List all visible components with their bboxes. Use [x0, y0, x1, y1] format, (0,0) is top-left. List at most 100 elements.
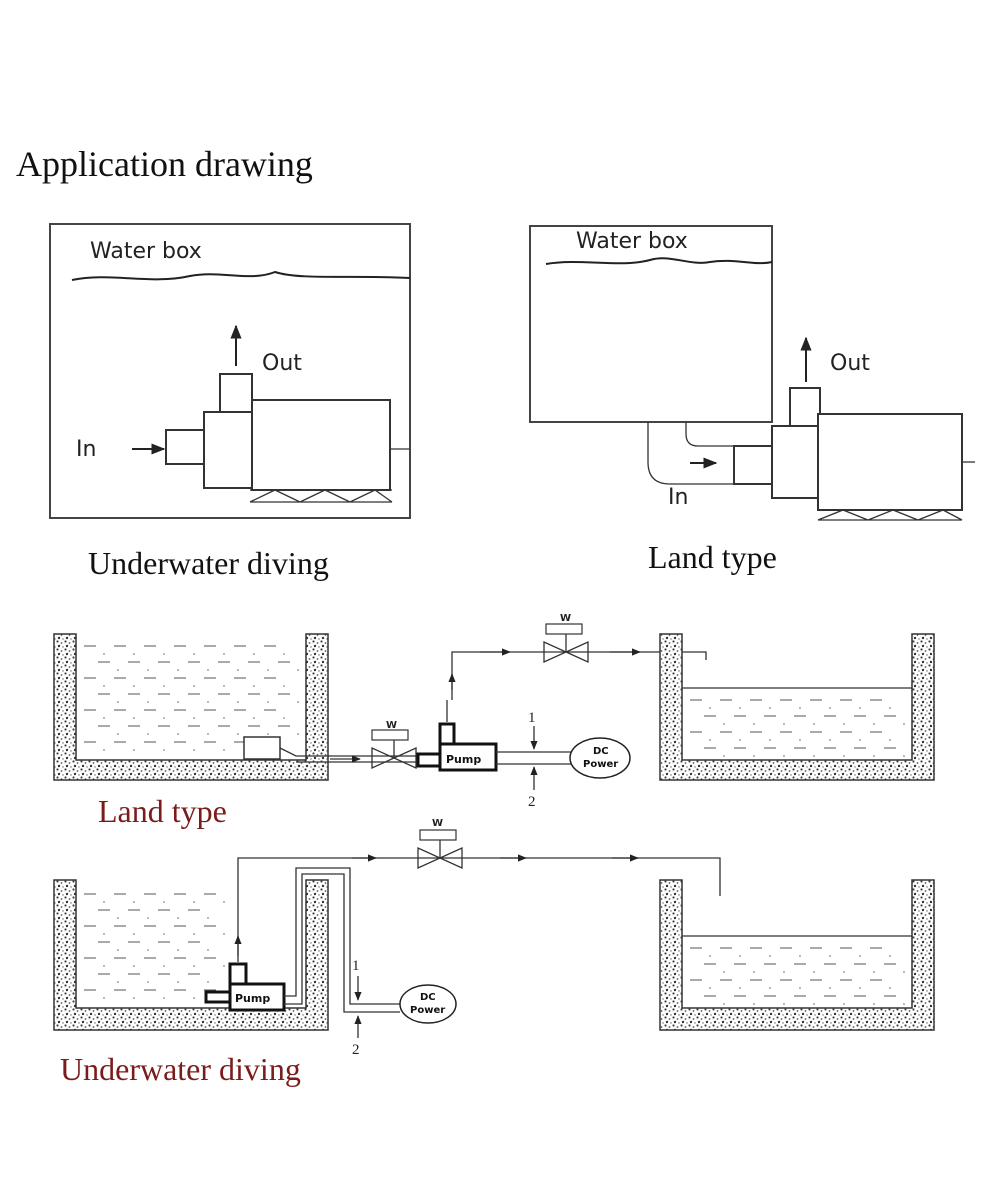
destination-tank-water	[690, 699, 905, 757]
water-hatch-dot	[829, 739, 831, 741]
water-hatch-dot	[297, 733, 299, 735]
pump: Pump	[204, 962, 286, 1012]
water-hatch-dot	[147, 733, 149, 735]
water-hatch-dot	[163, 685, 165, 687]
power-line2: Power	[410, 1005, 445, 1016]
water-hatch-dot	[843, 971, 845, 973]
water-hatch-dot	[889, 707, 891, 709]
water-hatch-dot	[163, 901, 165, 903]
water-hatch-dot	[133, 997, 135, 999]
pump-label: Pump	[235, 992, 270, 1005]
water-hatch-dot	[769, 707, 771, 709]
underwater-sketch: Water box Out In	[49, 223, 411, 519]
water-hatch-dot	[739, 739, 741, 741]
water-hatch-dot	[843, 755, 845, 757]
water-hatch-dot	[237, 701, 239, 703]
foot-valve	[243, 736, 281, 760]
water-hatch-dot	[133, 685, 135, 687]
water-hatch-dot	[709, 987, 711, 989]
water-hatch-dot	[103, 749, 105, 751]
water-surface-line	[545, 257, 773, 265]
water-hatch-dot	[207, 917, 209, 919]
water-hatch-dot	[769, 739, 771, 741]
water-hatch-dot	[147, 669, 149, 671]
water-hatch-dot	[283, 717, 285, 719]
water-hatch-dot	[903, 971, 905, 973]
water-hatch-dot	[813, 723, 815, 725]
water-hatch-dot	[237, 733, 239, 735]
underwater-schematic-caption: Underwater diving	[60, 1051, 301, 1087]
water-hatch-dot	[193, 901, 195, 903]
water-hatch-dot	[753, 971, 755, 973]
water-hatch-dot	[177, 733, 179, 735]
water-hatch-dot	[223, 685, 225, 687]
power-cable	[284, 867, 400, 1013]
underwater-schematic: W Pump 1 2 DC Power	[53, 818, 935, 1058]
discharge-pipe	[237, 857, 721, 962]
water-hatch-dot	[117, 949, 119, 951]
water-hatch-dot	[859, 955, 861, 957]
pump: Pump	[416, 722, 498, 772]
water-hatch-dot	[177, 917, 179, 919]
water-hatch-dot	[163, 997, 165, 999]
pump-inlet-pipe	[165, 429, 205, 465]
underwater-caption: Underwater diving	[88, 545, 329, 581]
water-hatch-dot	[223, 965, 225, 967]
water-hatch-dot	[283, 653, 285, 655]
out-label: Out	[262, 351, 302, 376]
water-hatch-dot	[193, 717, 195, 719]
water-hatch-dot	[207, 949, 209, 951]
water-hatch-dot	[163, 933, 165, 935]
water-hatch-dot	[739, 955, 741, 957]
water-hatch-dot	[753, 1003, 755, 1005]
water-hatch-dot	[117, 917, 119, 919]
destination-tank-walls	[659, 633, 935, 781]
water-hatch-dot	[133, 965, 135, 967]
elbow-pipe	[647, 422, 734, 485]
pump-motor	[817, 413, 963, 511]
water-hatch-dot	[207, 733, 209, 735]
water-hatch-dot	[889, 987, 891, 989]
water-hatch-dot	[889, 739, 891, 741]
destination-tank-walls	[659, 879, 935, 1031]
water-hatch-dot	[739, 707, 741, 709]
power-line1: DC	[593, 746, 609, 757]
water-hatch-dot	[177, 949, 179, 951]
water-hatch-dot	[103, 717, 105, 719]
water-hatch-dot	[147, 981, 149, 983]
water-hatch-dot	[207, 981, 209, 983]
water-box-frame	[529, 225, 773, 423]
water-hatch-dot	[193, 685, 195, 687]
discharge-valve: W	[417, 818, 463, 870]
terminal-2-label: 2	[352, 1042, 360, 1058]
land-schematic: W Pump W 1 2 DC Power	[53, 613, 935, 810]
water-hatch-dot	[177, 981, 179, 983]
water-hatch-dot	[103, 965, 105, 967]
valve-label: W	[560, 613, 571, 624]
water-hatch-dot	[813, 971, 815, 973]
page-title: Application drawing	[16, 144, 313, 184]
pump-base	[249, 489, 393, 503]
water-hatch-dot	[163, 749, 165, 751]
water-hatch-dot	[723, 755, 725, 757]
land-sketch: Water box Out In	[529, 225, 975, 521]
water-hatch-dot	[267, 701, 269, 703]
water-hatch-dot	[163, 717, 165, 719]
water-hatch-dot	[253, 653, 255, 655]
water-hatch-dot	[889, 955, 891, 957]
water-hatch-dot	[103, 685, 105, 687]
water-hatch-dot	[709, 707, 711, 709]
water-hatch-dot	[859, 739, 861, 741]
power-line2: Power	[583, 759, 618, 770]
water-hatch-dot	[753, 723, 755, 725]
water-hatch-dot	[193, 997, 195, 999]
water-hatch-dot	[223, 749, 225, 751]
in-label: In	[76, 437, 96, 462]
water-hatch-dot	[297, 669, 299, 671]
water-hatch-dot	[177, 669, 179, 671]
pump-outlet-pipe	[219, 373, 253, 413]
water-hatch-dot	[117, 981, 119, 983]
water-box-label: Water box	[90, 239, 202, 264]
